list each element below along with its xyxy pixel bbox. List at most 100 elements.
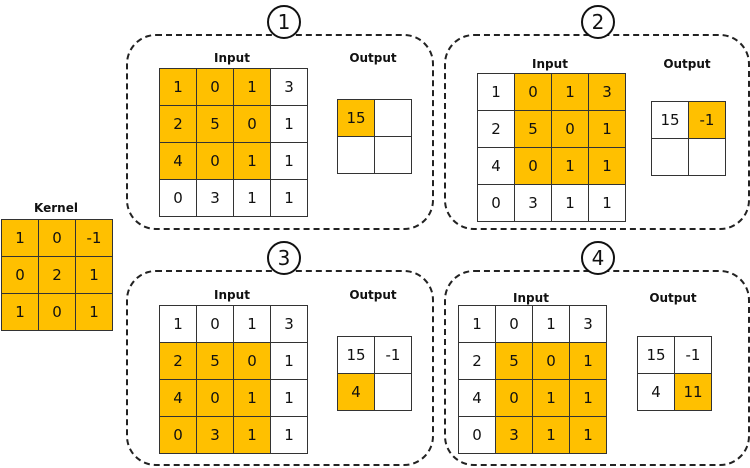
output-cell: 15: [651, 101, 689, 139]
input-cell: 0: [477, 184, 515, 222]
output-cell: [688, 138, 726, 176]
input-cell: 0: [196, 68, 234, 106]
input-cell: 1: [233, 179, 271, 217]
input-cell: 3: [270, 68, 308, 106]
kernel-cell: 1: [1, 293, 39, 331]
input-cell: 5: [196, 342, 234, 380]
input-cell: 3: [270, 305, 308, 343]
input-cell: 0: [551, 110, 589, 148]
input-cell: 1: [233, 68, 271, 106]
kernel-cell: 0: [1, 256, 39, 294]
step-3-number: 3: [267, 241, 301, 275]
kernel-cell: 1: [75, 293, 113, 331]
input-cell: 0: [159, 179, 197, 217]
input-cell: 4: [458, 379, 496, 417]
input-cell: 1: [569, 416, 607, 454]
input-cell: 1: [551, 184, 589, 222]
step-3-input-label: Input: [214, 288, 250, 302]
input-cell: 1: [532, 305, 570, 343]
step-1-number: 1: [267, 5, 301, 39]
input-cell: 3: [569, 305, 607, 343]
output-cell: 11: [674, 373, 712, 411]
input-cell: 1: [233, 142, 271, 180]
step-2-number: 2: [581, 5, 615, 39]
input-cell: 1: [551, 73, 589, 111]
step-2-output-label: Output: [663, 57, 711, 71]
input-cell: 1: [569, 379, 607, 417]
input-cell: 5: [196, 105, 234, 143]
input-cell: 5: [514, 110, 552, 148]
kernel-cell: 0: [38, 293, 76, 331]
input-cell: 2: [159, 342, 197, 380]
input-cell: 1: [159, 305, 197, 343]
kernel-cell: 1: [75, 256, 113, 294]
input-cell: 3: [514, 184, 552, 222]
kernel-cell: 1: [1, 219, 39, 257]
input-cell: 1: [159, 68, 197, 106]
output-cell: 15: [337, 99, 375, 137]
input-cell: 1: [588, 147, 626, 185]
input-cell: 0: [196, 379, 234, 417]
input-cell: 1: [233, 379, 271, 417]
input-cell: 0: [159, 416, 197, 454]
step-2-output-grid: 15-1: [651, 101, 726, 176]
input-cell: 2: [159, 105, 197, 143]
input-cell: 0: [495, 305, 533, 343]
step-1-output-label: Output: [349, 51, 397, 65]
input-cell: 1: [270, 416, 308, 454]
input-cell: 4: [159, 142, 197, 180]
input-cell: 0: [233, 105, 271, 143]
step-1-input-label: Input: [214, 51, 250, 65]
input-cell: 1: [458, 305, 496, 343]
output-cell: [374, 373, 412, 411]
output-cell: [337, 136, 375, 174]
input-cell: 0: [196, 142, 234, 180]
kernel-cell: 0: [38, 219, 76, 257]
input-cell: 3: [196, 179, 234, 217]
kernel-label: Kernel: [34, 201, 78, 215]
output-cell: [651, 138, 689, 176]
input-cell: 1: [551, 147, 589, 185]
input-cell: 1: [532, 379, 570, 417]
input-cell: 1: [270, 342, 308, 380]
kernel-cell: -1: [75, 219, 113, 257]
input-cell: 1: [588, 110, 626, 148]
input-cell: 1: [532, 416, 570, 454]
input-cell: 1: [588, 184, 626, 222]
output-cell: 4: [637, 373, 675, 411]
input-cell: 5: [495, 342, 533, 380]
input-cell: 4: [159, 379, 197, 417]
input-cell: 0: [514, 147, 552, 185]
input-cell: 1: [233, 416, 271, 454]
output-cell: [374, 136, 412, 174]
input-cell: 2: [458, 342, 496, 380]
input-cell: 4: [477, 147, 515, 185]
output-cell: -1: [374, 336, 412, 374]
input-cell: 1: [270, 179, 308, 217]
input-cell: 1: [270, 379, 308, 417]
input-cell: 3: [495, 416, 533, 454]
input-cell: 3: [588, 73, 626, 111]
input-cell: 0: [196, 305, 234, 343]
input-cell: 1: [270, 105, 308, 143]
input-cell: 3: [196, 416, 234, 454]
step-4-input-label: Input: [513, 291, 549, 305]
step-4-output-label: Output: [649, 291, 697, 305]
input-cell: 0: [532, 342, 570, 380]
output-cell: 15: [337, 336, 375, 374]
kernel-cell: 2: [38, 256, 76, 294]
step-2-input-label: Input: [532, 57, 568, 71]
output-cell: -1: [674, 336, 712, 374]
input-cell: 1: [569, 342, 607, 380]
input-cell: 1: [270, 142, 308, 180]
input-cell: 0: [458, 416, 496, 454]
output-cell: [374, 99, 412, 137]
step-4-number: 4: [581, 241, 615, 275]
output-cell: 4: [337, 373, 375, 411]
input-cell: 0: [233, 342, 271, 380]
